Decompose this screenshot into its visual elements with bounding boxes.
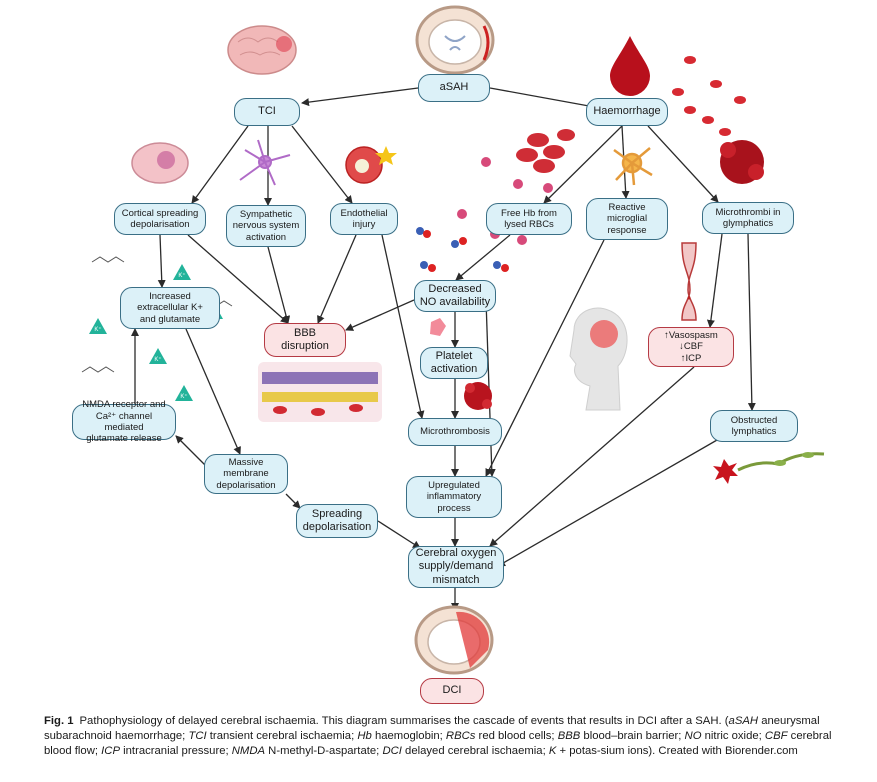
node-microthrombi-glymph: Microthrombi in glymphatics: [702, 202, 794, 234]
arrow: [157, 234, 166, 288]
brain-slice-icon: [415, 5, 495, 75]
potassium-ion-icon: K⁺: [89, 318, 107, 334]
svg-text:K⁺: K⁺: [94, 326, 101, 333]
caption-part: K: [548, 745, 557, 757]
node-spreading: Spreading depolarisation: [296, 504, 378, 538]
blood-drop-icon: [610, 36, 650, 96]
svg-text:K⁺: K⁺: [180, 393, 187, 400]
dci-brain-slice-icon: [414, 605, 494, 675]
caption-part: CBF: [764, 730, 788, 742]
arrow: [489, 87, 601, 111]
node-platelet: Platelet activation: [420, 347, 488, 379]
node-bbb: BBB disruption: [264, 323, 346, 357]
arrow: [285, 493, 301, 509]
caption-part: red blood cells;: [475, 730, 558, 742]
neuron-icon: [239, 139, 291, 186]
caption-part: Pathophysiology of delayed cerebral isch…: [79, 715, 729, 727]
arrow: [301, 87, 419, 107]
arrow: [706, 233, 723, 328]
figure-label: Fig. 1: [44, 715, 74, 727]
vasospasm-vessel-icon: [681, 242, 697, 321]
illustration-layer: K⁺K⁺K⁺K⁺K⁺: [81, 5, 825, 675]
caption-part: RBCs: [445, 730, 476, 742]
nitric-oxide-molecules-icon: [416, 209, 527, 272]
lymphatic-neurons-icon: [713, 452, 825, 484]
platelet-icon: [430, 318, 446, 336]
arrow: [377, 520, 421, 549]
arrow: [185, 328, 241, 455]
caption-part: aneurysmal subarachnoid haemorrhage;: [44, 715, 820, 742]
node-cerebral: Cerebral oxygen supply/demand mismatch: [408, 546, 504, 588]
node-haemorrhage: Haemorrhage: [586, 98, 668, 126]
svg-text:K⁺: K⁺: [178, 272, 185, 279]
arrow: [747, 233, 756, 411]
brain-icon: [131, 142, 189, 184]
caption-part: aSAH: [728, 715, 759, 727]
red-blood-cells-icon: [672, 56, 746, 136]
node-microthrombosis: Microthrombosis: [408, 418, 502, 446]
node-k-glutamate: Increased extracellular K+ and glutamate: [120, 287, 220, 329]
caption-part: cerebral blood flow;: [44, 730, 832, 757]
arrow: [317, 234, 357, 324]
node-csd: Cortical spreading depolarisation: [114, 203, 206, 235]
arrow: [291, 125, 353, 204]
arrow: [175, 435, 207, 467]
node-decreased-no: Decreased NO availability: [414, 280, 496, 312]
caption-part: transient cerebral ischaemia;: [206, 730, 358, 742]
caption-part: N-methyl-D-aspartate;: [265, 745, 383, 757]
arrow: [647, 125, 719, 203]
caption-part: TCI: [188, 730, 207, 742]
caption-part: NMDA: [231, 745, 266, 757]
caption-part: Hb: [357, 730, 372, 742]
node-obstructed: Obstructed lymphatics: [710, 410, 798, 442]
clot-icon: [464, 382, 492, 410]
lysed-rbc-cluster-icon: [481, 129, 575, 193]
node-sympathetic: Sympathetic nervous system activation: [226, 205, 306, 247]
caption-part: ICP: [101, 745, 120, 757]
node-nmda: NMDA receptor and Ca²⁺ channel mediated …: [72, 399, 176, 444]
node-massive: Massive membrane depolarisation: [204, 454, 288, 494]
arrow: [381, 234, 425, 419]
microglia-icon: [613, 147, 653, 186]
arrow: [485, 239, 605, 477]
potassium-ion-icon: K⁺: [149, 348, 167, 364]
potassium-ion-icon: K⁺: [175, 385, 193, 401]
caption-part: + potas-sium ions). Created with Biorend…: [556, 745, 798, 757]
node-dci: DCI: [420, 678, 484, 704]
endothelial-cell-icon: [345, 146, 397, 184]
arrow: [497, 435, 725, 567]
caption-part: haemoglobin;: [371, 730, 446, 742]
caption-part: nitric oxide;: [701, 730, 765, 742]
svg-text:K⁺: K⁺: [154, 356, 161, 363]
caption-text: Pathophysiology of delayed cerebral isch…: [44, 715, 831, 757]
arrow: [267, 246, 291, 324]
node-endothelial: Endothelial injury: [330, 203, 398, 235]
node-vasospasm: ↑Vasospasm ↓CBF ↑ICP: [648, 327, 734, 367]
potassium-ion-icon: K⁺: [173, 264, 191, 280]
caption-part: blood–brain barrier;: [580, 730, 685, 742]
arrow: [191, 125, 249, 204]
node-microglial: Reactive microglial response: [586, 198, 668, 240]
microthrombi-icon: [720, 140, 764, 184]
caption-part: DCI: [382, 745, 402, 757]
node-free-hb: Free Hb from lysed RBCs: [486, 203, 572, 235]
caption-part: delayed cerebral ischaemia;: [401, 745, 549, 757]
arrow: [489, 366, 695, 547]
head-headache-icon: [569, 307, 628, 411]
caption-part: BBB: [557, 730, 581, 742]
caption-part: intracranial pressure;: [120, 745, 232, 757]
arrow: [345, 299, 415, 331]
caption-part: NO: [684, 730, 702, 742]
brain-icon: [227, 25, 297, 75]
bbb-barrier-illustration: [258, 362, 382, 422]
node-tci: TCI: [234, 98, 300, 126]
arrow: [187, 234, 289, 324]
node-upregulated: Upregulated inflammatory process: [406, 476, 502, 518]
arrow: [455, 234, 511, 281]
figure-caption: Fig. 1 Pathophysiology of delayed cerebra…: [44, 714, 844, 759]
node-asah: aSAH: [418, 74, 490, 102]
arrow: [543, 125, 623, 204]
